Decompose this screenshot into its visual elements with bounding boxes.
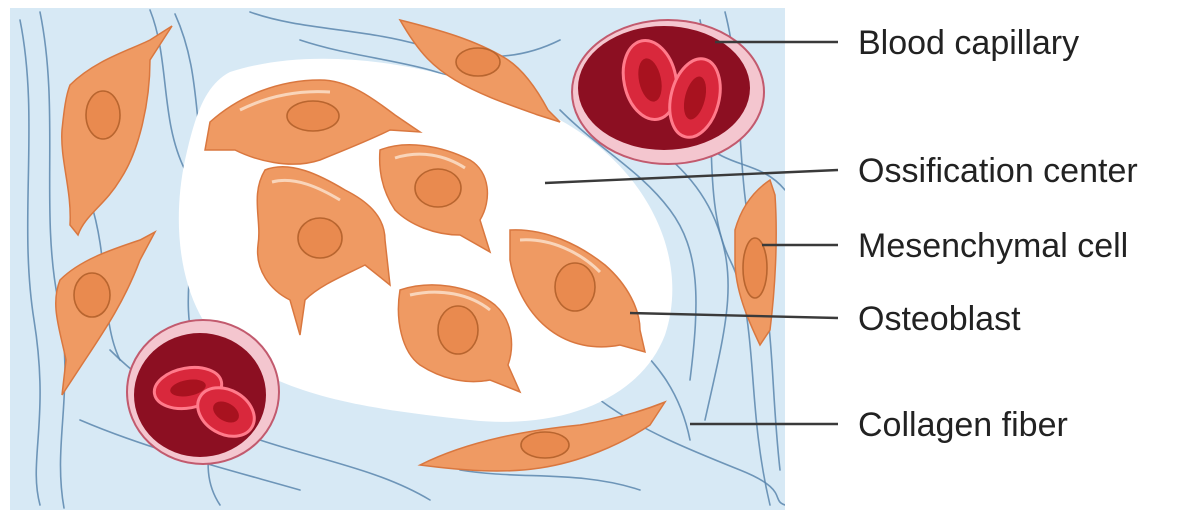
tissue-panel [10, 8, 785, 510]
blood-capillary-bottom [127, 320, 279, 464]
label-blood-capillary: Blood capillary [858, 24, 1079, 62]
label-mesenchymal-cell: Mesenchymal cell [858, 227, 1128, 265]
label-ossification-center: Ossification center [858, 152, 1138, 190]
label-collagen-fiber: Collagen fiber [858, 406, 1068, 444]
label-osteoblast: Osteoblast [858, 300, 1021, 338]
